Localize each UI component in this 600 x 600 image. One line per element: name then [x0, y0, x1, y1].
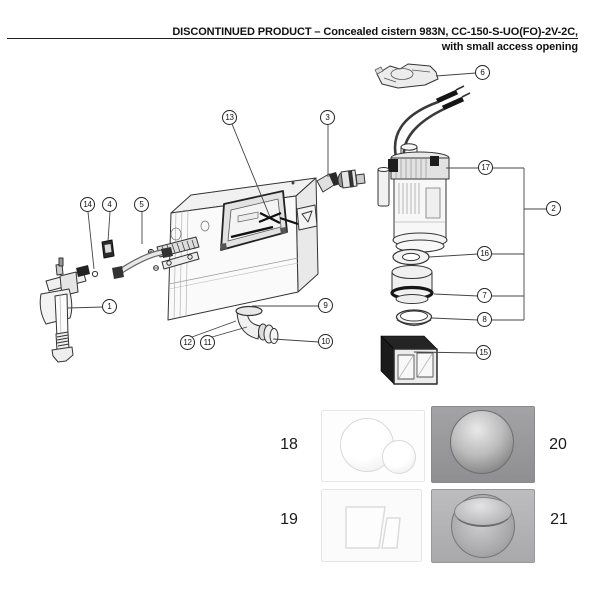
- large-angular-button: [345, 506, 386, 549]
- fill-valve: [39, 257, 99, 363]
- access-opening: [220, 190, 299, 251]
- callout-3: 3: [320, 110, 335, 125]
- page-title-line1: DISCONTINUED PRODUCT – Concealed cistern…: [172, 26, 578, 38]
- side-tab: [296, 204, 318, 231]
- outlet-elbow: [235, 305, 279, 344]
- leader-lines: [67, 72, 479, 354]
- callout-7: 7: [477, 288, 492, 303]
- callout-1: 1: [102, 299, 117, 314]
- flush-valve-assembly: [377, 143, 450, 253]
- inlet-valve-fittings: [316, 169, 366, 193]
- mounting-bracket: [374, 63, 439, 89]
- seal-washer-small: [91, 270, 99, 278]
- group-bracket: [492, 167, 546, 321]
- callout-9: 9: [318, 298, 333, 313]
- valve-seat-cup: [390, 265, 434, 304]
- callout-4: 4: [102, 197, 117, 212]
- flush-plate-gray-dual-sphere: [431, 489, 535, 563]
- callout-16: 16: [477, 246, 492, 261]
- callout-5: 5: [134, 197, 149, 212]
- round-flush-button: [450, 410, 514, 474]
- flat-washer: [392, 248, 430, 266]
- flush-plate-white-angular: [321, 489, 422, 562]
- page-title-line2: with small access opening: [441, 41, 578, 53]
- sphere-top-segment-button: [454, 497, 512, 527]
- callout-8: 8: [477, 312, 492, 327]
- small-angular-button: [381, 517, 401, 549]
- callout-11: 11: [200, 335, 215, 350]
- callout-15: 15: [476, 345, 491, 360]
- callout-10: 10: [318, 334, 333, 349]
- warning-triangle-icon: [301, 210, 313, 223]
- callout-12: 12: [180, 335, 195, 350]
- flush-plate-gray-round: [431, 406, 535, 483]
- flex-hose: [112, 247, 173, 279]
- small-flush-button: [382, 440, 416, 474]
- callout-14: 14: [80, 197, 95, 212]
- callout-2: 2: [546, 201, 561, 216]
- callout-17: 17: [478, 160, 493, 175]
- seal-ring: [395, 309, 433, 326]
- callout-6: 6: [475, 65, 490, 80]
- plate-label-18: 18: [280, 436, 298, 453]
- flush-plate-white-round: [321, 410, 425, 482]
- callout-13: 13: [222, 110, 237, 125]
- plate-label-19: 19: [280, 511, 298, 528]
- plate-label-21: 21: [550, 511, 568, 528]
- plate-label-20: 20: [549, 436, 567, 453]
- header-rule: [7, 38, 578, 39]
- protection-box: [380, 335, 438, 385]
